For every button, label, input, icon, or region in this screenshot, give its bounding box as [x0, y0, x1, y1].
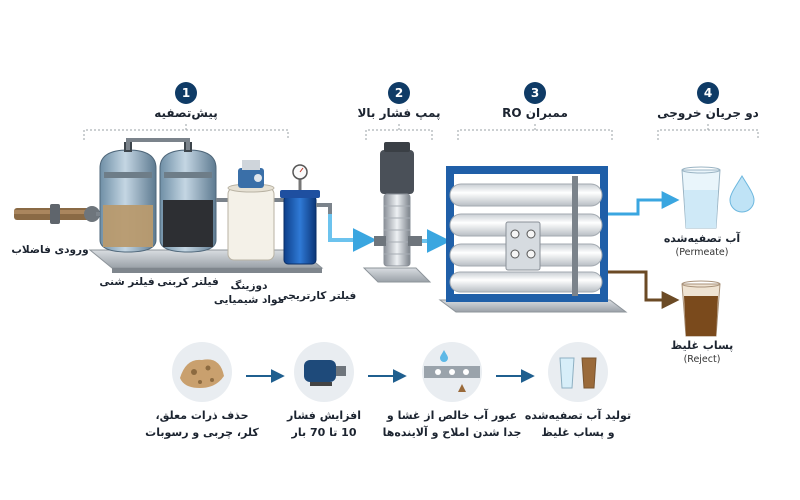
- bottom-step-2-line2: 10 تا 70 بار: [291, 425, 357, 439]
- bottom-step-4-line1: تولید آب تصفیه‌شده: [524, 409, 632, 422]
- water-drop-icon: [729, 175, 755, 213]
- dosing-label-line2: مواد شیمیایی: [213, 294, 285, 306]
- bottom-step-1-caption: حذف ذرات معلق، کلر، چربی و رسوبات: [142, 408, 262, 441]
- reject-label: پساب غلیظ: [670, 339, 734, 352]
- bracket-step-1: [83, 122, 289, 140]
- reject-flow-arrow: [608, 270, 680, 309]
- sand-filter-tank: [99, 142, 157, 253]
- ro-membrane-skid: [438, 166, 628, 313]
- step-title-1: پیش‌تصفیه: [154, 106, 218, 120]
- bottom-step-2-caption: افزایش فشار 10 تا 70 بار: [274, 408, 374, 441]
- high-pressure-pump: [362, 142, 432, 283]
- bottom-step-3-caption: عبور آب خالص از غشا و جدا شدن املاح و آل…: [382, 408, 522, 441]
- bottom-step-4-line2: و پساب غلیظ: [541, 425, 615, 439]
- step-brackets: [83, 122, 759, 140]
- pump-motor-icon: [294, 342, 354, 402]
- permeate-label: آب تصفیه‌شده: [663, 232, 741, 245]
- control-panel: [505, 221, 541, 271]
- cartridge-filter-housing: [280, 164, 332, 265]
- step-badge-4: 4: [697, 82, 719, 104]
- step-title-4: دو جریان خروجی: [657, 106, 759, 120]
- step-badge-2: 2: [388, 82, 410, 104]
- carbon-filter-tank: [159, 142, 217, 253]
- reject-glass: [681, 280, 721, 337]
- inlet-pipe: [14, 204, 100, 224]
- sediment-icon: [172, 342, 232, 402]
- step-title-2: پمپ فشار بالا: [357, 106, 441, 120]
- bottom-step-1-line2: کلر، چربی و رسوبات: [145, 425, 259, 439]
- step-badge-1: 1: [175, 82, 197, 104]
- bottom-step-1-line1: حذف ذرات معلق،: [155, 409, 249, 422]
- dosing-label-line1: دوزینگ: [230, 280, 268, 292]
- bottom-step-3-line1: عبور آب خالص از غشا و: [386, 409, 518, 422]
- glasses-icon: [548, 342, 608, 402]
- bottom-step-3-line2: جدا شدن املاح و آلاینده‌ها: [382, 425, 522, 439]
- permeate-sub-label: (Permeate): [675, 247, 729, 258]
- permeate-flow-arrow: [608, 191, 680, 216]
- permeate-glass: [681, 166, 721, 229]
- membrane-icon: [422, 342, 482, 402]
- bracket-step-3: [457, 122, 613, 140]
- bracket-step-2: [365, 122, 433, 140]
- inlet-label: ورودی فاضلاب: [11, 244, 89, 256]
- pipe-to-pump: [328, 214, 377, 252]
- carbon-filter-label: فیلتر کربنی: [157, 276, 219, 288]
- dosing-tank: [227, 160, 275, 261]
- bottom-step-2-line1: افزایش فشار: [287, 409, 361, 422]
- reject-sub-label: (Reject): [683, 354, 721, 365]
- bracket-step-4: [657, 122, 759, 140]
- bottom-step-4-caption: تولید آب تصفیه‌شده و پساب غلیظ: [523, 408, 633, 441]
- step-title-3: ممبران RO: [502, 106, 568, 120]
- cartridge-filter-label: فیلتر کارتریجی: [277, 290, 357, 302]
- sand-filter-label: فیلتر شنی: [99, 276, 155, 288]
- step-badge-3: 3: [524, 82, 546, 104]
